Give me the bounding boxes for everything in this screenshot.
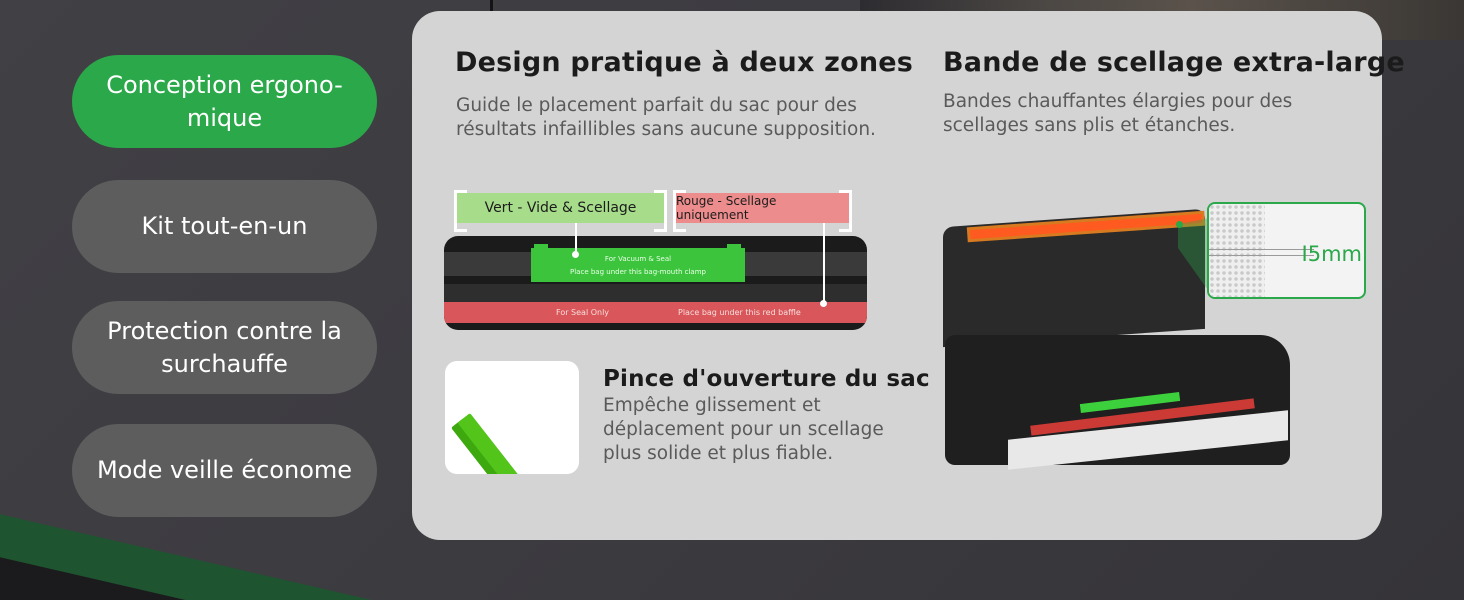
clamp-image [457,413,538,474]
baffle-text: For Seal Only [556,308,610,317]
tab-all-in-one-kit[interactable]: Kit tout-en-un [72,180,377,273]
red-zone-label: Rouge - Scellage uniquement [676,194,777,222]
red-leader-line [823,223,825,303]
tray-photo: For Vacuum & Seal Place bag under this b… [444,236,867,330]
tab-eco-standby[interactable]: Mode veille économe [72,424,377,517]
wide-seal-title: Bande de scellage extra-large [943,47,1405,78]
tab-label: Kit tout-en-un [141,212,308,240]
clamp-text: For Vacuum & Seal [604,255,672,263]
clamp-thumbnail [445,361,579,474]
zoom-callout-dot [1176,221,1183,228]
green-leader-line [575,223,577,253]
bag-texture [1209,204,1265,297]
seal-width-value: 5mm [1307,242,1362,266]
tab-label: Mode veille économe [96,456,353,484]
dual-zone-description: Guide le placement parfait du sac pour d… [456,95,876,140]
seal-line [1209,249,1314,256]
tray-rail [444,284,867,302]
tab-ergonomic-design[interactable]: Conception ergono- mique [72,55,377,148]
tab-label: Protection contre la surchauffe [107,316,342,378]
tab-overheat-protection[interactable]: Protection contre la surchauffe [72,301,377,394]
dual-zone-title: Design pratique à deux zones [455,47,914,78]
tab-label: Conception ergono- mique [106,70,343,132]
baffle-text: Place bag under this red baffle [678,308,801,317]
vacuum-sealer-photo [940,200,1295,475]
red-zone-tag: Rouge - Scellage uniquement [673,190,852,232]
green-leader-dot [572,251,579,258]
background-line [490,0,493,12]
clamp-text: Place bag under this bag-mouth clamp [570,268,706,276]
seal-width-inset: I5mm [1207,202,1366,299]
bag-clamp-title: Pince d'ouverture du sac [603,366,930,392]
seal-width-label: I5mm [1301,242,1362,266]
green-zone-label: Vert - Vide & Scellage [484,200,637,216]
red-baffle: For Seal Only Place bag under this red b… [444,302,867,323]
bag-clamp-description: Empêche glissement et déplacement pour u… [603,395,884,464]
green-clamp: For Vacuum & Seal Place bag under this b… [531,248,745,282]
red-leader-dot [820,300,827,307]
green-zone-tag: Vert - Vide & Scellage [454,190,667,232]
wide-seal-description: Bandes chauffantes élargies pour des sce… [943,91,1293,136]
